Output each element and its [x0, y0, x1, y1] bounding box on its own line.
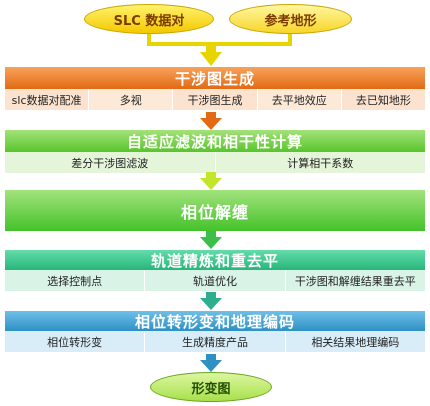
input-reference-terrain-label: 参考地形 — [264, 13, 317, 29]
stage-5-band: 相位转形变和地理编码 — [5, 311, 425, 331]
input-oval-reference-terrain: 参考地形 — [229, 4, 352, 34]
stage-4-title: 轨道精炼和重去平 — [150, 251, 279, 270]
output-label: 形变图 — [191, 381, 231, 397]
stage-2-item: 计算相干系数 — [215, 152, 425, 173]
stage-4-item: 干涉图和解缠结果重去平 — [285, 270, 425, 291]
stage-1-band: 干涉图生成 — [5, 67, 425, 89]
arrow-down-icon — [200, 231, 222, 249]
stage-4-band: 轨道精炼和重去平 — [5, 250, 425, 270]
arrow-down-icon — [200, 354, 222, 372]
stage-1-item: 多视 — [89, 89, 174, 110]
stage-4-item: 选择控制点 — [5, 270, 146, 291]
stage-5-items: 相位转形变 生成精度产品 相关结果地理编码 — [5, 331, 425, 352]
stage-2-item: 差分干涉图滤波 — [5, 152, 216, 173]
stage-5-item: 相关结果地理编码 — [285, 331, 425, 352]
stage-1-title: 干涉图生成 — [174, 69, 255, 88]
connector-left — [147, 34, 211, 46]
output-oval-deformation-map: 形变图 — [150, 372, 272, 402]
stage-1-items: slc数据对配准 多视 干涉图生成 去平地效应 去已知地形 — [5, 89, 426, 110]
stage-4-items: 选择控制点 轨道优化 干涉图和解缠结果重去平 — [5, 270, 425, 291]
stage-2-title: 自适应滤波和相干性计算 — [126, 132, 303, 151]
arrow-down-icon — [200, 112, 222, 130]
stage-1-item: slc数据对配准 — [5, 89, 90, 110]
arrow-down-icon — [200, 292, 222, 310]
stage-4-item: 轨道优化 — [145, 270, 286, 291]
stage-1-item: 干涉图生成 — [173, 89, 258, 110]
input-oval-slc: SLC 数据对 — [84, 4, 214, 34]
stage-2-items: 差分干涉图滤波 计算相干系数 — [5, 152, 425, 173]
stage-3-band: 相位解缠 — [5, 190, 425, 231]
stage-2-band: 自适应滤波和相干性计算 — [5, 130, 425, 152]
arrow-to-stage-1 — [200, 52, 222, 66]
input-slc-label: SLC 数据对 — [113, 13, 185, 29]
stage-5-item: 相位转形变 — [5, 331, 146, 352]
input-connectors — [147, 34, 292, 66]
stage-5-title: 相位转形变和地理编码 — [134, 312, 295, 331]
stage-5-item: 生成精度产品 — [145, 331, 286, 352]
arrow-down-icon — [200, 172, 222, 190]
arrow-shaft-to-stage-1 — [206, 44, 216, 53]
stage-1-item: 去平地效应 — [257, 89, 342, 110]
stage-3-title: 相位解缠 — [180, 202, 249, 222]
connector-right — [211, 34, 292, 46]
stage-1-item: 去已知地形 — [341, 89, 426, 110]
